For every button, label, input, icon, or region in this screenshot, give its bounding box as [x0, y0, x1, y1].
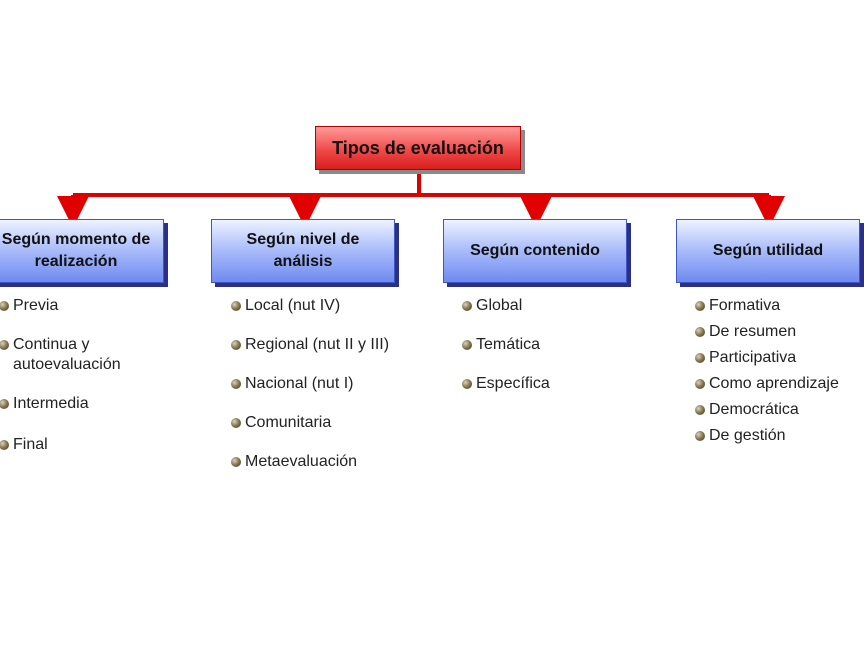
bullet-icon [0, 301, 9, 311]
root-node: Tipos de evaluación [315, 126, 521, 170]
bullet-icon [462, 301, 472, 311]
list-item: Específica [462, 374, 550, 394]
category-list-contenido: Global Temática Específica [462, 296, 550, 394]
bullet-icon [0, 440, 9, 450]
bullet-icon [231, 418, 241, 428]
list-item: Nacional (nut I) [231, 374, 389, 394]
bullet-icon [231, 379, 241, 389]
bullet-icon [0, 340, 9, 350]
list-item: Temática [462, 335, 550, 355]
category-list-nivel: Local (nut IV) Regional (nut II y III) N… [231, 296, 389, 472]
category-list-utilidad: Formativa De resumen Participativa Como … [695, 296, 839, 446]
bullet-icon [231, 457, 241, 467]
list-item: Metaevaluación [231, 452, 389, 472]
list-item: Como aprendizaje [695, 374, 839, 394]
category-box-utilidad: Según utilidad [676, 219, 860, 283]
list-item: Democrática [695, 400, 839, 420]
list-item: Previa [0, 296, 131, 316]
bullet-icon [231, 340, 241, 350]
list-item: Global [462, 296, 550, 316]
root-node-label: Tipos de evaluación [332, 137, 504, 158]
category-title: Según contenido [470, 242, 600, 259]
list-item: Formativa [695, 296, 839, 316]
list-item: Regional (nut II y III) [231, 335, 389, 355]
bullet-icon [695, 405, 705, 415]
list-item: De gestión [695, 426, 839, 446]
list-item: De resumen [695, 322, 839, 342]
bullet-icon [695, 353, 705, 363]
bullet-icon [462, 379, 472, 389]
category-title: Según nivel de análisis [246, 231, 360, 270]
category-title: Según utilidad [712, 242, 824, 259]
category-box-nivel: Según nivel de análisis [211, 219, 395, 283]
list-item: Final [0, 435, 131, 455]
list-item: Comunitaria [231, 413, 389, 433]
category-title: Según momento de realización [1, 231, 151, 270]
list-item: Participativa [695, 348, 839, 368]
bullet-icon [0, 399, 9, 409]
category-box-momento: Según momento de realización [0, 219, 164, 283]
bullet-icon [231, 301, 241, 311]
bullet-icon [462, 340, 472, 350]
bullet-icon [695, 327, 705, 337]
category-box-contenido: Según contenido [443, 219, 627, 283]
bullet-icon [695, 379, 705, 389]
list-item: Intermedia [0, 394, 131, 414]
bullet-icon [695, 431, 705, 441]
category-list-momento: Previa Continua y autoevaluación Interme… [0, 296, 131, 455]
list-item: Local (nut IV) [231, 296, 389, 316]
list-item: Continua y autoevaluación [0, 335, 131, 375]
bullet-icon [695, 301, 705, 311]
